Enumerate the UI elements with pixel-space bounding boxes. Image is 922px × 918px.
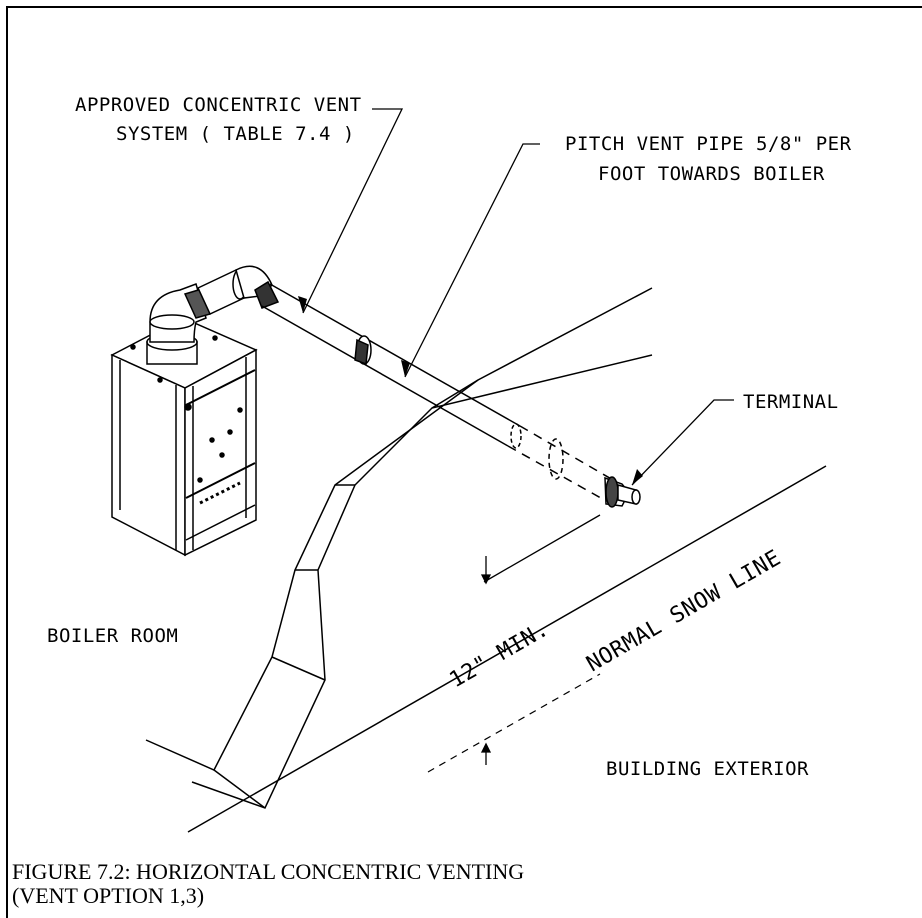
figure-frame [6, 6, 922, 918]
ground-line [187, 465, 827, 833]
boiler-room-label: BOILER ROOM [47, 625, 178, 647]
caption-line2: (VENT OPTION 1,3) [12, 883, 205, 908]
vent-pipe [261, 283, 641, 508]
caption-line1: FIGURE 7.2: HORIZONTAL CONCENTRIC VENTIN… [12, 859, 525, 884]
vent-system-label-line2: SYSTEM ( TABLE 7.4 ) [116, 123, 355, 145]
figure-caption: FIGURE 7.2: HORIZONTAL CONCENTRIC VENTIN… [12, 860, 524, 908]
vent-riser [146, 265, 280, 365]
building-exterior-label: BUILDING EXTERIOR [606, 758, 809, 780]
leader-lines [302, 108, 734, 486]
pitch-label-line1: PITCH VENT PIPE 5/8" PER [565, 133, 852, 155]
arrowheads [298, 296, 643, 485]
vent-system-label-line1: APPROVED CONCENTRIC VENT [75, 94, 362, 116]
pitch-label-line2: FOOT TOWARDS BOILER [598, 163, 825, 185]
terminal-label: TERMINAL [743, 391, 839, 413]
clearance-dimension [480, 514, 601, 765]
clearance-label: 12" MIN. [446, 617, 554, 694]
building-wall [145, 287, 653, 809]
snow-line [427, 673, 601, 773]
snow-line-label: NORMAL SNOW LINE [583, 546, 786, 678]
